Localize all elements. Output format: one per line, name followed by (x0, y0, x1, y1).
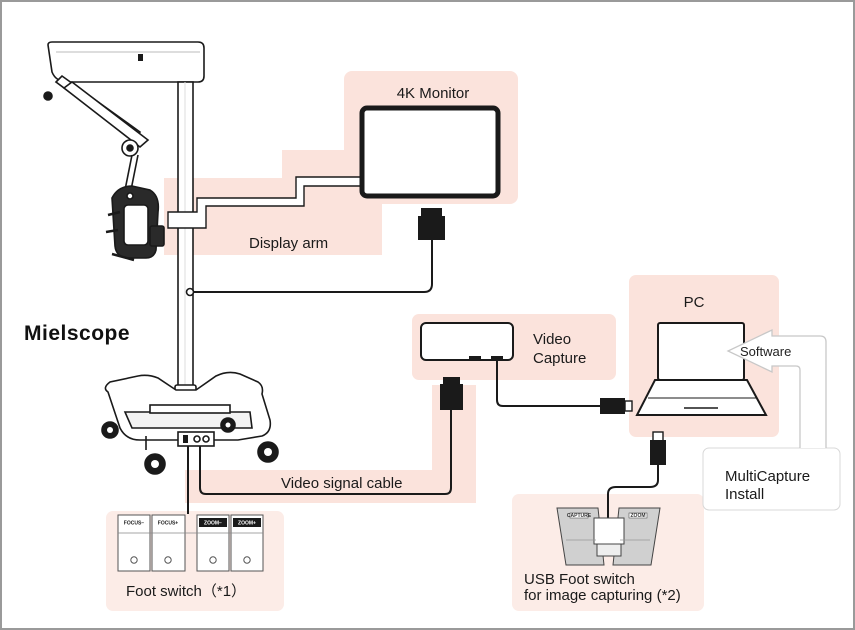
pedal-label-focus-minus: FOCUS− (124, 521, 145, 527)
usb-pedal-label-zoom: ZOOM (631, 513, 646, 519)
brand-logo: Mielscope (24, 322, 130, 345)
pedal-label-zoom-minus: ZOOM− (204, 521, 222, 527)
usb-foot-cable (607, 465, 659, 520)
foot-switch: FOCUS− FOCUS+ ZOOM− ZOOM+ (117, 514, 264, 572)
pedal-label-zoom-plus: ZOOM+ (238, 521, 256, 527)
cable-region (185, 385, 476, 503)
video-capture-device (420, 322, 514, 410)
video-signal-cable-label: Video signal cable (281, 475, 402, 492)
monitor (359, 105, 501, 240)
usb-plug-capture (600, 398, 633, 414)
foot-switch-label: Foot switch（*1） (126, 583, 246, 600)
monitor-label: 4K Monitor (397, 85, 470, 102)
capture-usb-cable (496, 360, 600, 407)
usb-foot-switch-label-2: for image capturing (*2) (524, 587, 681, 604)
microscope-stand (47, 41, 279, 475)
video-signal-cable (199, 410, 452, 495)
install-region (702, 447, 841, 511)
usb-pedal-label-capture: CAPTURE (567, 513, 592, 519)
video-capture-label-2: Capture (533, 350, 586, 367)
usb-foot-switch: CAPTURE ZOOM (556, 507, 661, 566)
monitor-cable (194, 240, 433, 293)
software-arrow (726, 328, 827, 448)
pc-label: PC (684, 294, 705, 311)
display-arm-label: Display arm (249, 235, 328, 252)
multicapture-label-2: Install (725, 486, 764, 503)
software-label: Software (740, 344, 791, 359)
video-capture-label-1: Video (533, 331, 571, 348)
pc-laptop (635, 322, 768, 416)
pedal-label-focus-plus: FOCUS+ (158, 521, 179, 527)
usb-foot-switch-label-1: USB Foot switch (524, 571, 635, 588)
microscope-arm (43, 74, 165, 262)
usb-plug-foot (650, 431, 666, 465)
multicapture-label-1: MultiCapture (725, 468, 810, 485)
